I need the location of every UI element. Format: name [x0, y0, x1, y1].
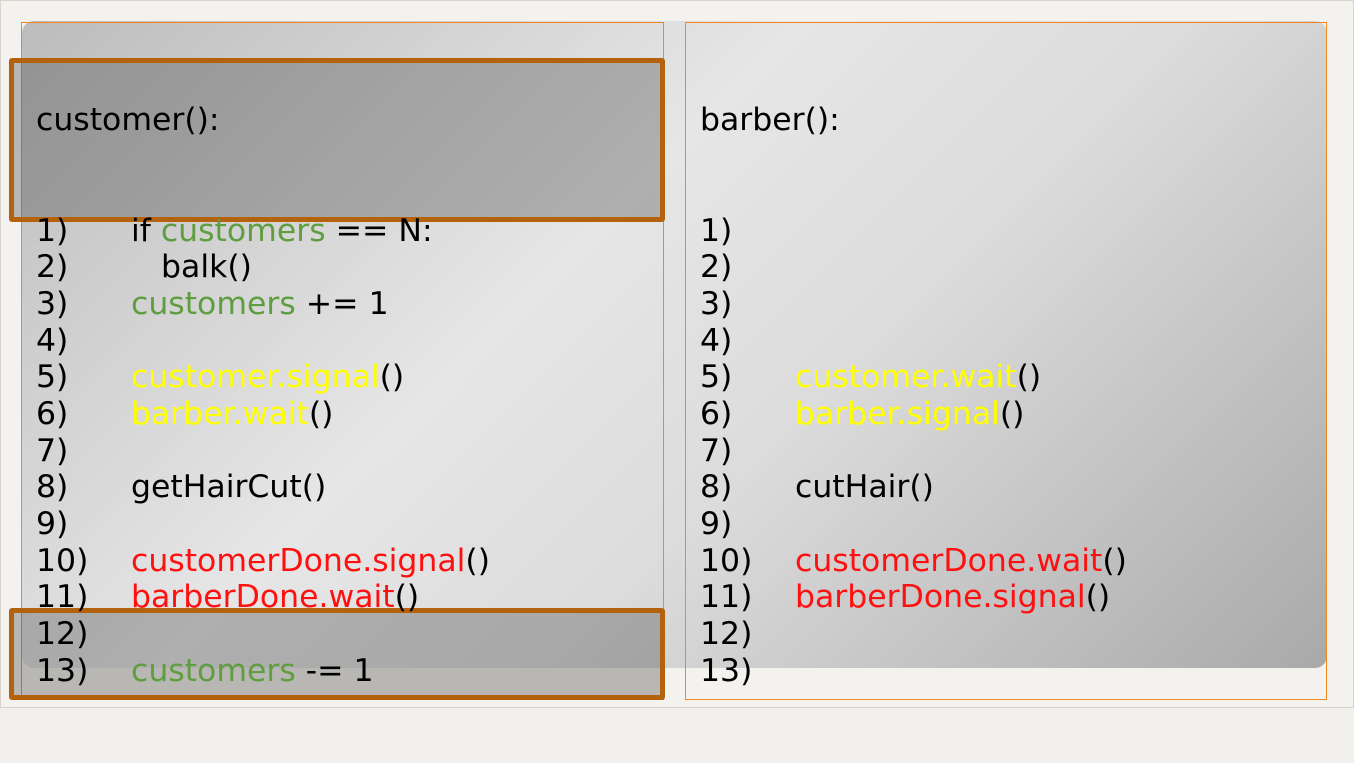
code-token: == N: [325, 212, 433, 249]
line-number: 8) [36, 469, 69, 506]
customer-code-line: 8) getHairCut() [36, 469, 656, 506]
line-number: 6) [700, 395, 733, 432]
line-number: 5) [36, 359, 69, 396]
barber-code-line: 11) barberDone.signal() [700, 579, 1320, 616]
line-number: 13) [700, 652, 753, 689]
barber-code-line: 7) [700, 433, 1320, 470]
barber-code-line: 12) [700, 616, 1320, 653]
code-token: barber.signal [795, 395, 1000, 432]
code-token: customers [160, 212, 326, 249]
barber-code-block: barber(): 1)2)3)4)5)customer.wait()6)bar… [700, 29, 1320, 763]
code-token: () [394, 579, 420, 616]
customer-code-line: 5) customer.signal() [36, 359, 656, 396]
code-token: customer.signal [131, 359, 380, 396]
customer-code-line: 10) customerDone.signal() [36, 543, 656, 580]
customer-code-line: 11) barberDone.wait() [36, 579, 656, 616]
barber-code-lines: 1)2)3)4)5)customer.wait()6)barber.signal… [700, 213, 1320, 690]
code-token: () [465, 542, 490, 579]
customer-code-line: 2) balk() [36, 249, 656, 286]
customer-code-lines: 1)if customers == N:2) balk()3)customers… [36, 213, 656, 690]
code-token: () [379, 359, 405, 396]
code-token: () [999, 395, 1025, 432]
code-token: customer.wait [795, 359, 1017, 396]
customer-code-line: 6) barber.wait() [36, 396, 656, 433]
line-number: 6) [36, 395, 69, 432]
line-number: 2) [36, 249, 69, 286]
barber-code-line: 2) [700, 249, 1320, 286]
line-number: 12) [700, 616, 753, 653]
barber-code-line: 4) [700, 323, 1320, 360]
line-number: 1) [700, 212, 733, 249]
barber-code-line: 13) [700, 653, 1320, 690]
line-number: 10) [36, 542, 89, 579]
line-number: 11) [36, 579, 89, 616]
barber-code-line: 9) [700, 506, 1320, 543]
code-token: barberDone.signal [795, 579, 1086, 616]
line-number: 11) [700, 579, 753, 616]
barber-code-line: 1) [700, 213, 1320, 250]
code-token: -= 1 [295, 652, 374, 689]
line-number: 9) [36, 506, 69, 543]
customer-code-line: 13) customers -= 1 [36, 653, 656, 690]
customer-code-panel: customer(): 1)if customers == N:2) balk(… [9, 22, 665, 700]
barber-code-line: 5) customer.wait() [700, 359, 1320, 396]
customer-code-line: 3) customers += 1 [36, 286, 656, 323]
content-background [22, 21, 1327, 668]
code-token: customers [131, 285, 296, 322]
customer-code-line: 7) [36, 433, 656, 470]
line-number: 1) [36, 212, 69, 249]
code-token: if [131, 212, 161, 249]
code-token: () [308, 395, 334, 432]
barber-code-line: 10) customerDone.wait() [700, 543, 1320, 580]
critical-section-highlight-bottom [9, 608, 665, 700]
line-number: 8) [700, 469, 733, 506]
line-number: 7) [36, 432, 69, 469]
customer-function-header: customer(): [36, 102, 220, 139]
line-number: 12) [36, 616, 89, 653]
code-token: getHairCut() [131, 469, 327, 506]
line-number: 9) [700, 506, 733, 543]
barber-code-panel: barber(): 1)2)3)4)5)customer.wait()6)bar… [685, 22, 1327, 700]
line-number: 2) [700, 249, 733, 286]
line-number: 3) [700, 285, 733, 322]
customer-code-block: customer(): 1)if customers == N:2) balk(… [36, 29, 656, 763]
code-token: balk() [131, 249, 252, 286]
code-token: barberDone.wait [131, 579, 395, 616]
code-token: cutHair() [795, 469, 934, 506]
code-token: () [1016, 359, 1042, 396]
code-token: customerDone.wait [795, 542, 1103, 579]
line-number: 10) [700, 542, 753, 579]
line-number: 7) [700, 432, 733, 469]
barber-code-line: 3) [700, 286, 1320, 323]
customer-code-line: 4) [36, 323, 656, 360]
customer-code-line: 12) [36, 616, 656, 653]
line-number: 5) [700, 359, 733, 396]
barber-code-line: 6) barber.signal() [700, 396, 1320, 433]
customer-code-line: 1) if customers == N: [36, 213, 656, 250]
code-token: customers [131, 652, 296, 689]
barber-code-line: 8) cutHair() [700, 469, 1320, 506]
line-number: 4) [700, 322, 733, 359]
customer-code-line: 9) [36, 506, 656, 543]
code-token: += 1 [295, 285, 389, 322]
line-number: 4) [36, 322, 69, 359]
code-token: () [1085, 579, 1111, 616]
line-number: 3) [36, 285, 69, 322]
code-token: () [1102, 542, 1127, 579]
code-token: barber.wait [131, 395, 309, 432]
critical-section-highlight-top [9, 58, 665, 222]
code-token: customerDone.signal [131, 542, 466, 579]
barber-function-header: barber(): [700, 102, 840, 139]
line-number: 13) [36, 652, 89, 689]
